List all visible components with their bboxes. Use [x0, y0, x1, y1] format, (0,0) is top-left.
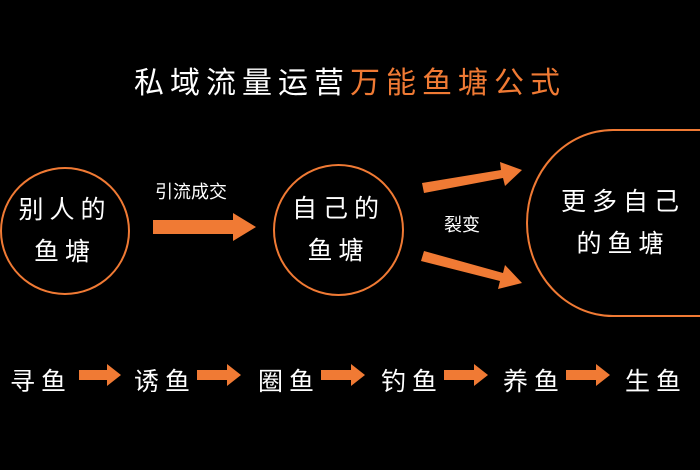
step-pen-fish: 圈鱼 — [258, 367, 321, 396]
circle-own-line1: 自己的 — [291, 194, 385, 223]
circle-own-pond: 自己的 鱼塘 — [273, 164, 404, 296]
circle-others-line1: 别人的 — [18, 195, 112, 224]
step-breed-fish: 生鱼 — [625, 367, 688, 396]
arrow-fission-up — [422, 162, 522, 193]
circle-more-line2: 的鱼塘 — [576, 229, 670, 258]
circle-more-ponds: 更多自己 的鱼塘 — [526, 129, 700, 317]
title-accent: 万能鱼塘公式 — [350, 66, 566, 101]
title-main: 私域流量运营 — [134, 66, 350, 101]
circle-own-line2: 鱼塘 — [307, 236, 370, 265]
page-title: 私域流量运营万能鱼塘公式 — [0, 58, 700, 102]
step-lure-fish: 诱鱼 — [134, 367, 197, 396]
arrow-step-4 — [444, 364, 488, 386]
circle-more-line1: 更多自己 — [560, 187, 685, 216]
arrow-step-2 — [197, 364, 241, 386]
arrow-convert — [153, 213, 256, 241]
step-find-fish: 寻鱼 — [10, 367, 73, 396]
arrow-step-3 — [321, 364, 365, 386]
step-raise-fish: 养鱼 — [503, 367, 566, 396]
circle-others-pond: 别人的 鱼塘 — [0, 167, 130, 295]
arrow-step-1 — [79, 364, 121, 386]
step-catch-fish: 钓鱼 — [381, 367, 444, 396]
arrow-step-5 — [566, 364, 610, 386]
arrow-fission-down — [421, 251, 522, 289]
label-fission: 裂变 — [444, 215, 480, 236]
label-convert: 引流成交 — [155, 182, 227, 203]
circle-others-line2: 鱼塘 — [33, 237, 96, 266]
